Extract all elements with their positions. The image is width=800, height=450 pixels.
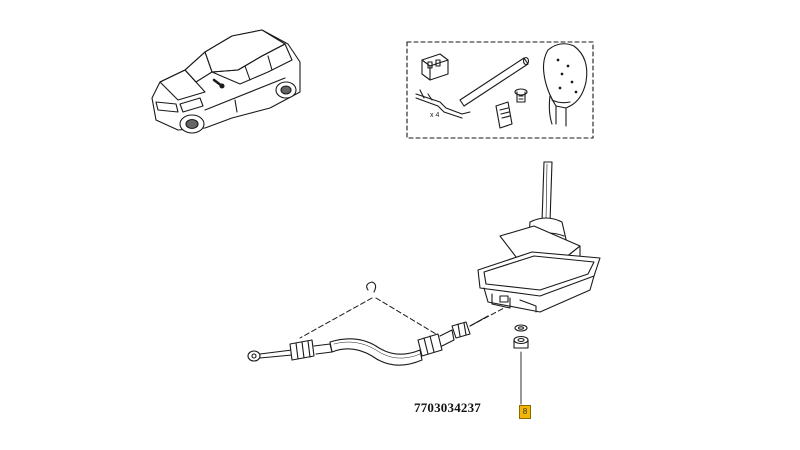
part-number[interactable]: 7703034237 <box>414 400 481 415</box>
shift-cable <box>247 315 489 366</box>
connector-icon <box>421 53 449 81</box>
gear-knob-icon <box>542 43 588 127</box>
connector-lines <box>299 297 505 339</box>
terminal-clip-icon <box>415 89 471 119</box>
car-illustration <box>151 29 301 134</box>
mount-nut <box>513 324 529 349</box>
reference-badge[interactable]: 8 <box>519 405 531 419</box>
bolt-icon <box>514 88 528 103</box>
gear-shifter-assembly <box>477 161 601 405</box>
booklet-icon <box>495 101 513 129</box>
kit-quantity-label: x 4 <box>430 112 440 119</box>
kit-box <box>406 41 594 139</box>
rod-icon <box>459 56 530 107</box>
